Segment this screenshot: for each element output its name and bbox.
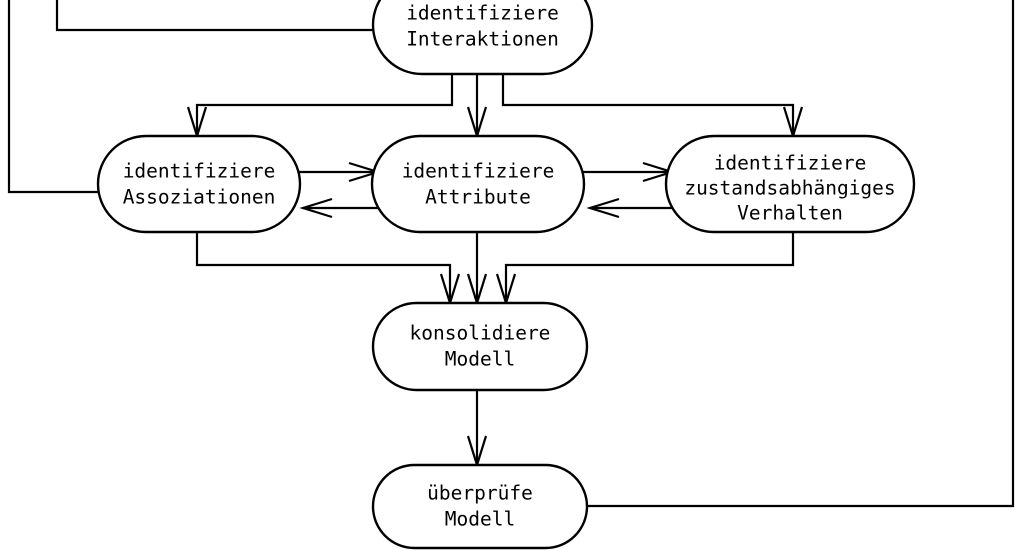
node-identify-attributes-line2: Attribute (425, 186, 531, 209)
node-identify-associations-line1: identifiziere (123, 160, 276, 183)
node-consolidate-model-line2: Modell (445, 348, 515, 371)
arrowhead-verhalten-to-attribute (586, 197, 620, 219)
node-identify-interactions[interactable]: identifiziere Interaktionen (371, 0, 594, 76)
edge-verhalten-to-konsolidiere (504, 232, 795, 303)
edge-layer (7, 0, 1015, 508)
edge-interaktionen-to-assoziationen (195, 74, 454, 136)
node-consolidate-model-line1: konsolidiere (410, 322, 551, 345)
node-layer: identifiziere Interaktionen identifizier… (96, 0, 916, 550)
node-identify-state-dependent-behaviour-line1: identifiziere (714, 152, 867, 175)
node-identify-state-dependent-behaviour-line3: Verhalten (737, 202, 843, 225)
edge-interaktionen-feedback-left (55, 0, 373, 32)
node-consolidate-model-shape (371, 301, 589, 392)
edge-interaktionen-to-verhalten (501, 74, 795, 136)
edge-ueberpruefe-feedback-right (581, 0, 1015, 508)
node-identify-state-dependent-behaviour-line2: zustandsabhängiges (684, 177, 895, 200)
node-verify-model-line2: Modell (445, 508, 515, 531)
node-identify-interactions-line1: identifiziere (406, 2, 559, 25)
node-identify-state-dependent-behaviour[interactable]: identifiziere zustandsabhängiges Verhalt… (664, 134, 916, 234)
node-identify-associations[interactable]: identifiziere Assoziationen (96, 134, 302, 234)
node-identify-associations-line2: Assoziationen (123, 186, 276, 209)
node-identify-associations-shape (96, 134, 302, 234)
edge-assoziationen-to-konsolidiere (195, 232, 452, 303)
node-verify-model[interactable]: überprüfe Modell (371, 463, 589, 550)
node-identify-attributes-line1: identifiziere (402, 160, 555, 183)
node-verify-model-line1: überprüfe (427, 482, 533, 505)
edge-offscreen-left-to-assoziationen (7, 0, 104, 194)
node-identify-interactions-shape (371, 0, 594, 76)
node-verify-model-shape (371, 463, 589, 550)
node-identify-attributes-shape (370, 134, 586, 234)
node-consolidate-model[interactable]: konsolidiere Modell (371, 301, 589, 392)
node-identify-interactions-line2: Interaktionen (406, 28, 559, 51)
arrowhead-attribute-to-assoziationen (299, 197, 333, 219)
node-identify-state-dependent-behaviour-shape (664, 134, 916, 234)
node-identify-attributes[interactable]: identifiziere Attribute (370, 134, 586, 234)
